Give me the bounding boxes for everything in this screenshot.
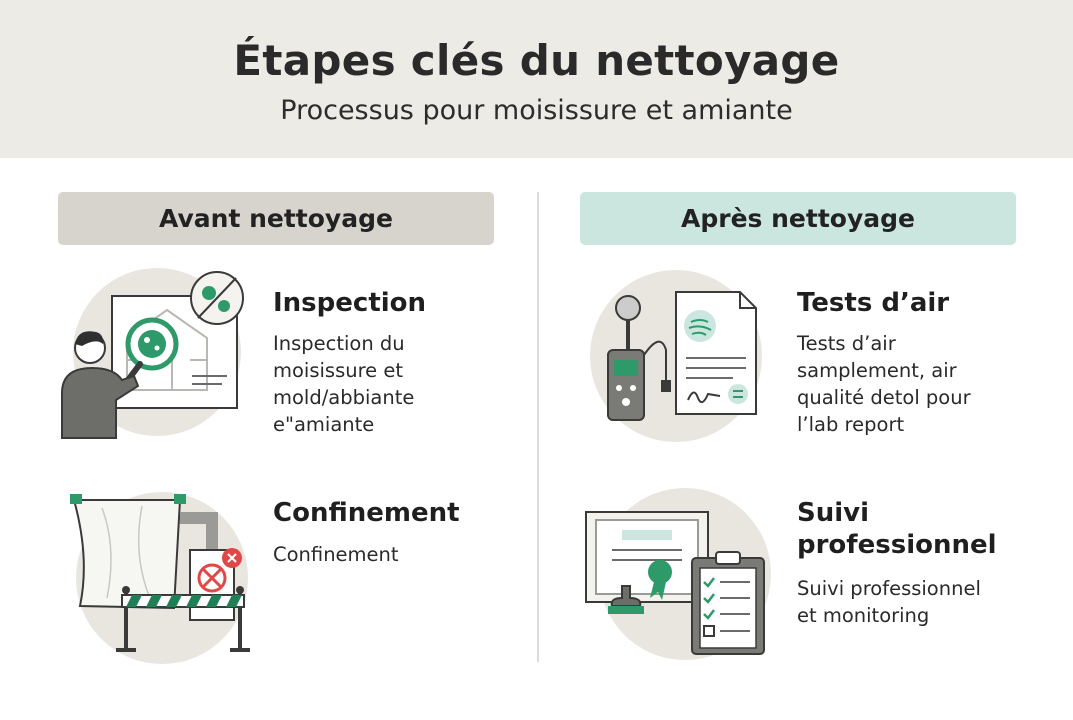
magnifier-blueprint-icon	[61, 268, 244, 439]
desc-line: Tests d’air	[797, 332, 896, 355]
step-title-inspection: Inspection	[273, 288, 427, 318]
page-subtitle: Processus pour moisissure et amiante	[280, 95, 793, 126]
column-header-after: Après nettoyage	[580, 192, 1016, 245]
step-title-monitoring: Suivi professionnel	[797, 497, 997, 561]
step-desc-air-tests: Tests d’air samplement, air qualité deto…	[797, 330, 1037, 438]
containment-barrier-icon	[70, 492, 250, 664]
step-title-confinement: Confinement	[273, 498, 460, 528]
air-sampler-report-icon	[590, 270, 762, 442]
column-header-before: Avant nettoyage	[58, 192, 494, 245]
desc-line: e"amiante	[273, 413, 375, 436]
page-title: Étapes clés du nettoyage	[233, 36, 840, 85]
title-line: Suivi	[797, 498, 870, 528]
desc-line: Confinement	[273, 543, 399, 566]
desc-line: l’lab report	[797, 413, 905, 436]
step-desc-inspection: Inspection du moisissure et mold/abbiant…	[273, 330, 513, 438]
certificate-clipboard-icon	[585, 488, 771, 660]
desc-line: mold/abbiante	[273, 386, 415, 409]
desc-line: Suivi professionnel	[797, 577, 981, 600]
step-desc-confinement: Confinement	[273, 541, 513, 568]
desc-line: samplement, air	[797, 359, 957, 382]
header-banner: Étapes clés du nettoyage Processus pour …	[0, 0, 1073, 158]
step-title-air-tests: Tests d’air	[797, 288, 950, 318]
step-desc-monitoring: Suivi professionnel et monitoring	[797, 575, 1047, 629]
desc-line: et monitoring	[797, 604, 930, 627]
title-line: professionnel	[797, 530, 997, 560]
desc-line: moisissure et	[273, 359, 404, 382]
desc-line: qualité detol pour	[797, 386, 971, 409]
desc-line: Inspection du	[273, 332, 405, 355]
column-divider	[537, 192, 539, 662]
